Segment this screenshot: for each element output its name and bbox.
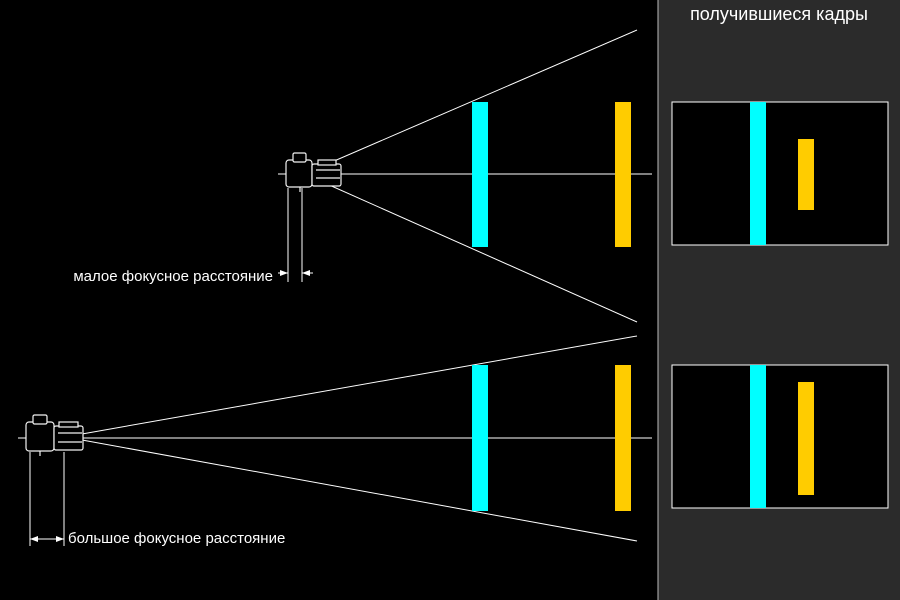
far-object-in-frame (798, 382, 814, 495)
view-line-top (81, 335, 638, 435)
frame-border (671, 364, 889, 509)
long-focal-dimension (29, 452, 65, 546)
near-object-in-frame (750, 102, 766, 245)
frames-panel-title: получившиеся кадры (690, 4, 868, 24)
view-line-bottom (81, 439, 638, 542)
short-focal-label: малое фокусное расстояние (73, 268, 273, 285)
near-object-in-frame (750, 365, 766, 508)
long-focal-label: большое фокусное расстояние (68, 530, 285, 547)
short-focal-dimension (278, 188, 313, 282)
near-object-bar (472, 365, 488, 511)
long-focal-scene: большое фокусное расстояние (18, 335, 652, 547)
near-object-bar (472, 102, 488, 247)
diagram-background (0, 0, 658, 600)
short-focal-scene: малое фокусное расстояние (73, 29, 652, 323)
view-line-bottom (317, 179, 638, 323)
frame-border (671, 101, 889, 246)
view-line-top (317, 29, 638, 169)
far-object-bar (615, 102, 631, 247)
camera-icon (25, 414, 84, 456)
frame-short-focal (671, 101, 889, 246)
far-object-in-frame (798, 139, 814, 210)
frame-long-focal (671, 364, 889, 509)
camera-icon (285, 152, 342, 192)
frames-panel-background (658, 0, 900, 600)
far-object-bar (615, 365, 631, 511)
